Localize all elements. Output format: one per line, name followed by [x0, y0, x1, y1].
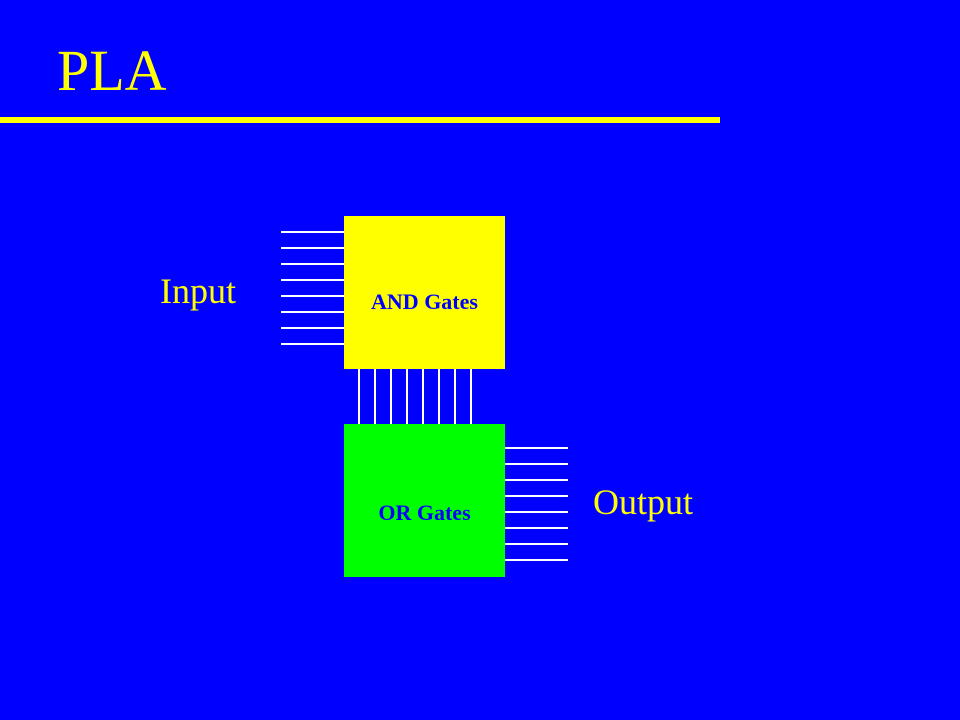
- output-label: Output: [593, 482, 694, 522]
- or-gates-block: OR Gates: [344, 424, 505, 577]
- input-label: Input: [160, 271, 236, 311]
- title-underline: [0, 117, 720, 123]
- and-gates-block: AND Gates: [344, 216, 505, 369]
- slide-title: PLA: [57, 38, 167, 103]
- or-gates-label: OR Gates: [378, 499, 471, 525]
- and-gates-label: AND Gates: [371, 288, 478, 314]
